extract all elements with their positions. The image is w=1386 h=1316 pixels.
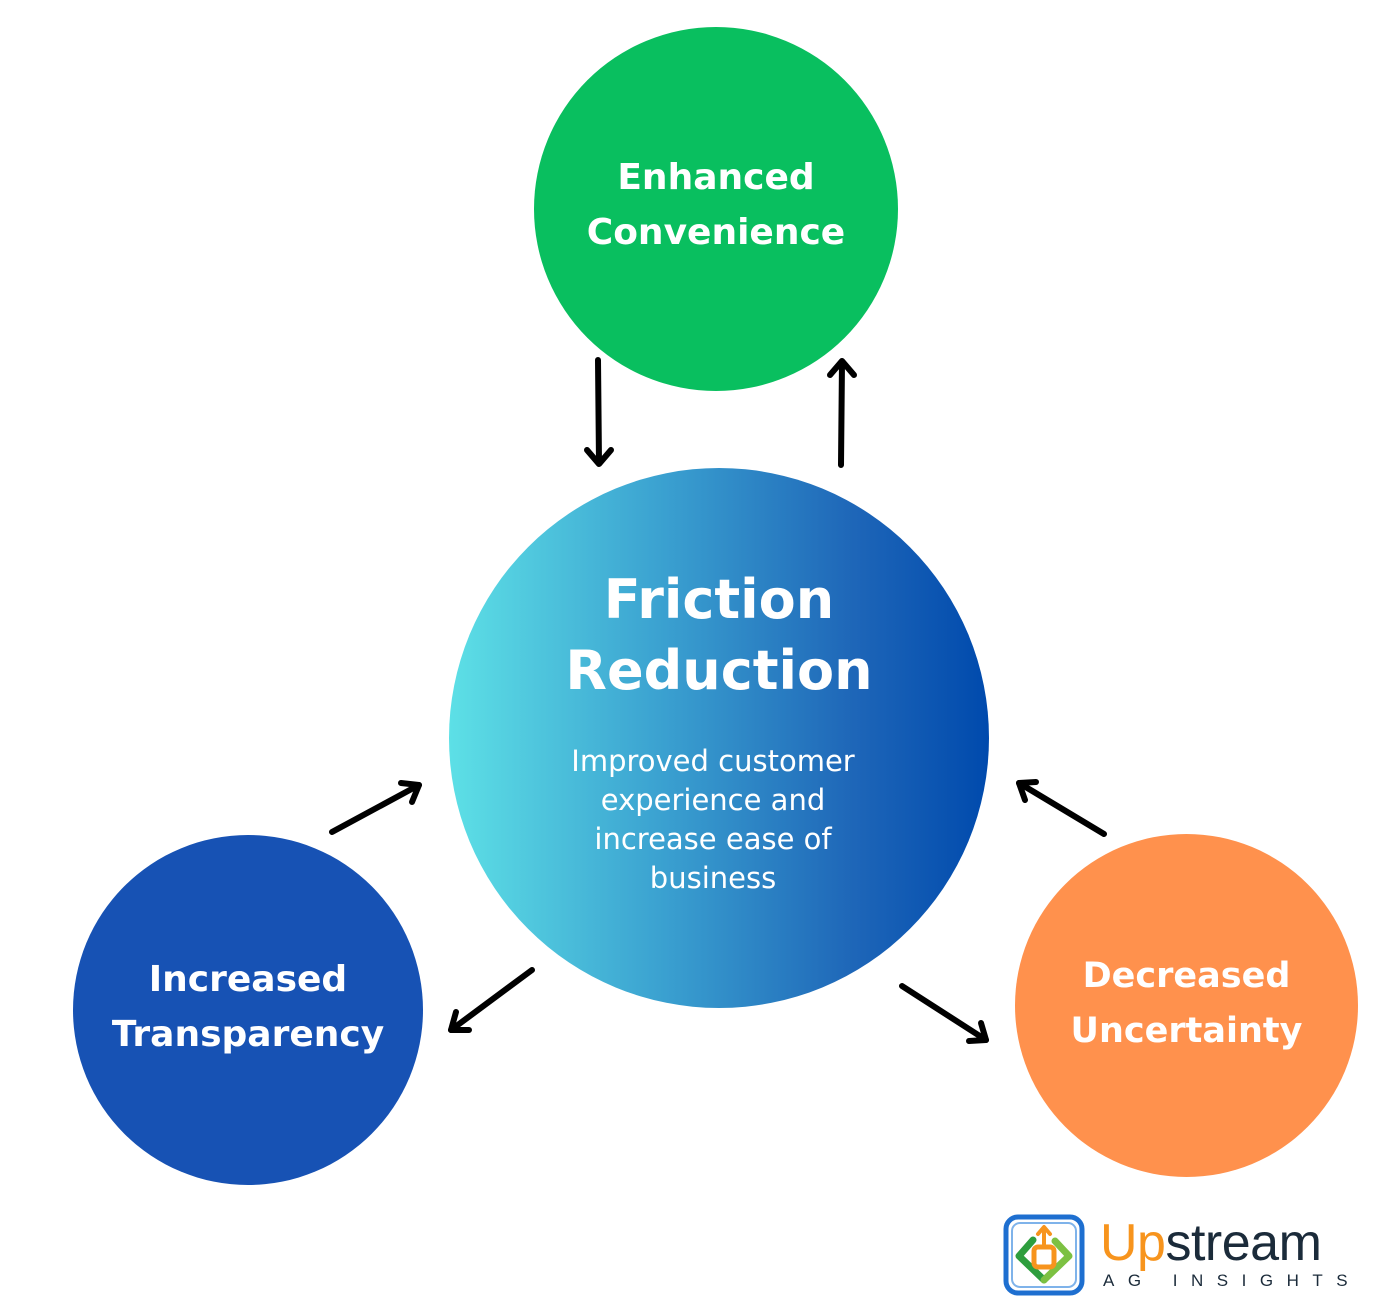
arrow-center-to-right — [899, 983, 989, 1044]
node-friction-reduction: Friction Reduction Improved customer exp… — [449, 468, 989, 1008]
upstream-logo-wordmark: Upstream — [1100, 1214, 1322, 1272]
arrow-center-to-left — [448, 967, 535, 1033]
node-increased-transparency: Increased Transparency — [73, 835, 423, 1185]
upstream-logo: Upstream AG INSIGHTS — [1000, 1213, 1360, 1299]
arrow-right-to-center — [1016, 779, 1107, 837]
node-decreased-uncertainty-label: Decreased Uncertainty — [1070, 955, 1303, 1051]
arrow-top-to-center — [584, 357, 614, 467]
node-decreased-uncertainty: Decreased Uncertainty — [1015, 834, 1358, 1177]
center-title: Friction Reduction — [565, 568, 873, 702]
arrow-center-to-top — [827, 358, 857, 468]
arrow-left-to-center — [329, 780, 422, 835]
node-enhanced-convenience: Enhanced Convenience — [534, 27, 898, 391]
node-enhanced-convenience-label: Enhanced Convenience — [586, 157, 846, 253]
upstream-logo-icon — [1003, 1214, 1085, 1296]
node-increased-transparency-label: Increased Transparency — [111, 959, 385, 1055]
center-subtitle: Improved customer experience and increas… — [571, 744, 855, 895]
upstream-logo-tagline: AG INSIGHTS — [1103, 1271, 1362, 1290]
